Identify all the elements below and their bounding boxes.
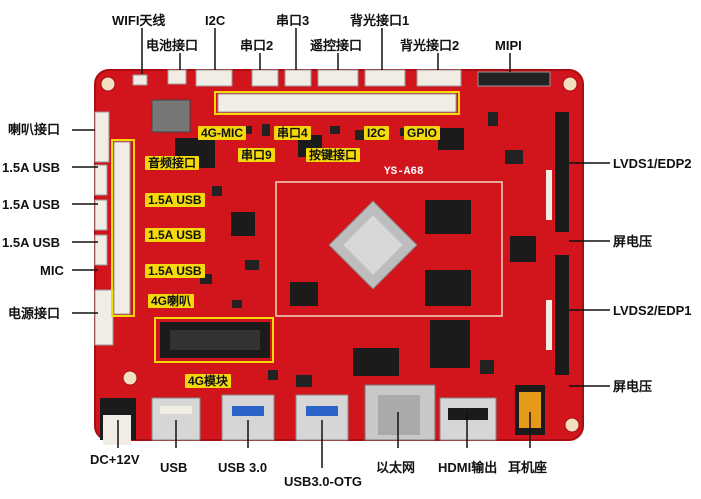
label-usb3-otg: USB3.0-OTG bbox=[284, 474, 363, 489]
label-mic: MIC bbox=[40, 263, 64, 278]
label-headphone-jack: 耳机座 bbox=[508, 460, 548, 475]
tag-4g-module: 4G模块 bbox=[185, 374, 232, 388]
label-uart3: 串口3 bbox=[276, 13, 310, 28]
mounting-hole bbox=[122, 370, 138, 386]
tag-gpio: GPIO bbox=[404, 126, 441, 140]
4g-slot-pins bbox=[170, 330, 260, 350]
label-backlight-2: 背光接口2 bbox=[400, 38, 460, 53]
label-i2c-top: I2C bbox=[205, 13, 226, 28]
board-silkscreen-label: YS-A68 bbox=[384, 166, 424, 178]
top-connectors bbox=[132, 69, 551, 113]
tag-usb-1a5-1: 1.5A USB bbox=[145, 193, 205, 207]
label-battery-port: 电池接口 bbox=[146, 38, 199, 53]
mounting-hole bbox=[562, 76, 578, 92]
tag-i2c: I2C bbox=[364, 126, 389, 140]
pointer-lines bbox=[72, 28, 610, 468]
cpu-chip-top bbox=[343, 215, 403, 275]
tag-key-port: 按键接口 bbox=[306, 148, 361, 162]
tag-4g-mic: 4G-MIC bbox=[198, 126, 246, 140]
tag-usb-1a5-2: 1.5A USB bbox=[145, 228, 205, 242]
label-screen-voltage-2: 屏电压 bbox=[613, 379, 653, 394]
label-lvds1-edp2: LVDS1/EDP2 bbox=[613, 156, 692, 171]
tag-usb-1a5-3: 1.5A USB bbox=[145, 264, 205, 278]
memory-chips bbox=[175, 128, 536, 376]
tag-uart4: 串口4 bbox=[274, 126, 311, 140]
core-module-outline bbox=[275, 181, 503, 317]
label-usb-1a5-2: 1.5A USB bbox=[2, 197, 61, 212]
label-usb-1a5-1: 1.5A USB bbox=[2, 160, 61, 175]
left-connectors bbox=[94, 111, 131, 346]
label-screen-voltage-1: 屏电压 bbox=[613, 234, 653, 249]
tag-4g-speaker: 4G喇叭 bbox=[148, 294, 195, 308]
mounting-hole bbox=[100, 76, 116, 92]
label-lvds2-edp1: LVDS2/EDP1 bbox=[613, 303, 692, 318]
label-speaker-port: 喇叭接口 bbox=[8, 122, 61, 137]
label-usb: USB bbox=[160, 460, 188, 475]
label-backlight-1: 背光接口1 bbox=[350, 13, 410, 28]
label-wifi-antenna: WIFI天线 bbox=[112, 13, 166, 28]
tag-uart9: 串口9 bbox=[238, 148, 275, 162]
wifi-module bbox=[151, 99, 191, 133]
label-ethernet: 以太网 bbox=[376, 460, 416, 475]
label-mipi: MIPI bbox=[495, 38, 522, 53]
label-usb-1a5-3: 1.5A USB bbox=[2, 235, 61, 250]
right-headers bbox=[546, 112, 569, 375]
bottom-ports bbox=[100, 384, 545, 445]
label-power-port: 电源接口 bbox=[8, 306, 61, 321]
tag-audio-port: 音频接口 bbox=[145, 156, 200, 170]
mounting-hole bbox=[564, 417, 580, 433]
label-hdmi-out: HDMI输出 bbox=[438, 460, 498, 475]
label-remote-port: 遥控接口 bbox=[310, 38, 363, 53]
tag-outlines bbox=[111, 91, 460, 363]
label-uart2: 串口2 bbox=[240, 38, 274, 53]
label-dc-12v: DC+12V bbox=[90, 452, 140, 467]
label-usb3: USB 3.0 bbox=[218, 460, 268, 475]
